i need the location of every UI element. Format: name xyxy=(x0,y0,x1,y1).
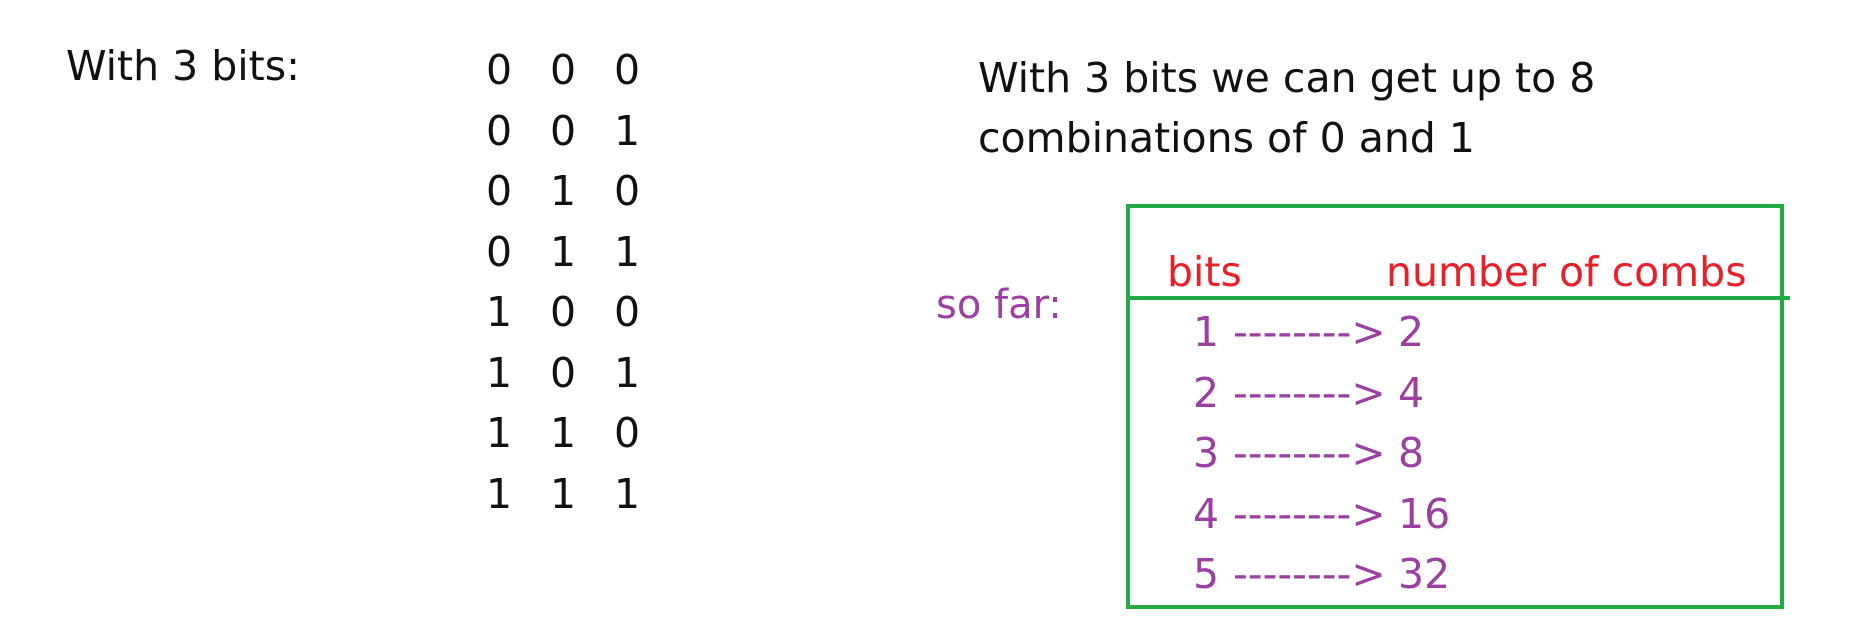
row-bits-value: 5 xyxy=(1193,550,1220,599)
row-bits-value: 4 xyxy=(1193,489,1220,538)
row-combs-value: 2 xyxy=(1398,308,1425,357)
bit-cell: 0 xyxy=(550,46,577,94)
combination-row: 2 --------> 4 xyxy=(1193,363,1450,424)
row-combs-value: 32 xyxy=(1398,550,1451,599)
row-arrow: --------> xyxy=(1233,308,1386,357)
bit-cell: 1 xyxy=(550,227,577,276)
bit-cell: 1 xyxy=(614,469,641,518)
bit-cell: 0 xyxy=(550,106,577,155)
header-bits: bits xyxy=(1167,248,1242,296)
statement-line-1: With 3 bits we can get up to 8 xyxy=(978,54,1596,102)
bit-cell: 1 xyxy=(614,227,641,276)
bit-cell: 1 xyxy=(550,167,577,215)
left-label: With 3 bits: xyxy=(66,42,300,90)
statement: With 3 bits we can get up to 8 combinati… xyxy=(978,48,1595,168)
row-arrow: --------> xyxy=(1233,489,1386,538)
header-combs: number of combs xyxy=(1386,248,1747,296)
header-divider xyxy=(1126,296,1790,300)
row-combs-value: 8 xyxy=(1398,429,1425,478)
bit-cell: 1 xyxy=(550,409,577,457)
bit-cell: 0 xyxy=(550,348,577,397)
bit-cell: 1 xyxy=(486,348,513,397)
bit-cell: 0 xyxy=(614,409,641,457)
combination-row: 3 --------> 8 xyxy=(1193,423,1450,484)
bit-cell: 0 xyxy=(614,288,641,336)
row-bits-value: 3 xyxy=(1193,429,1220,478)
bit-cell: 1 xyxy=(614,348,641,397)
row-bits-value: 2 xyxy=(1193,368,1220,417)
row-arrow: --------> xyxy=(1233,368,1386,417)
bit-cell: 0 xyxy=(486,167,513,215)
bit-cell: 0 xyxy=(486,227,513,276)
bit-cell: 0 xyxy=(614,46,641,94)
bit-cell: 0 xyxy=(486,106,513,155)
bit-cell: 0 xyxy=(486,46,513,94)
bit-cell: 1 xyxy=(486,469,513,518)
row-combs-value: 4 xyxy=(1398,368,1425,417)
bit-cell: 1 xyxy=(614,106,641,155)
bit-cell: 1 xyxy=(486,288,513,336)
bit-cell: 0 xyxy=(550,288,577,336)
combination-row: 4 -------->16 xyxy=(1193,484,1450,545)
row-combs-value: 16 xyxy=(1398,489,1451,538)
combination-row: 5 -------->32 xyxy=(1193,544,1450,605)
row-arrow: --------> xyxy=(1233,550,1386,599)
combination-row: 1 --------> 2 xyxy=(1193,302,1450,363)
bit-cell: 1 xyxy=(550,469,577,518)
row-arrow: --------> xyxy=(1233,429,1386,478)
combinations-box xyxy=(1126,204,1784,609)
bit-cell: 1 xyxy=(486,409,513,457)
row-bits-value: 1 xyxy=(1193,308,1220,357)
bit-cell: 0 xyxy=(614,167,641,215)
so-far-label: so far: xyxy=(936,282,1062,328)
statement-line-2: combinations of 0 and 1 xyxy=(978,114,1475,162)
